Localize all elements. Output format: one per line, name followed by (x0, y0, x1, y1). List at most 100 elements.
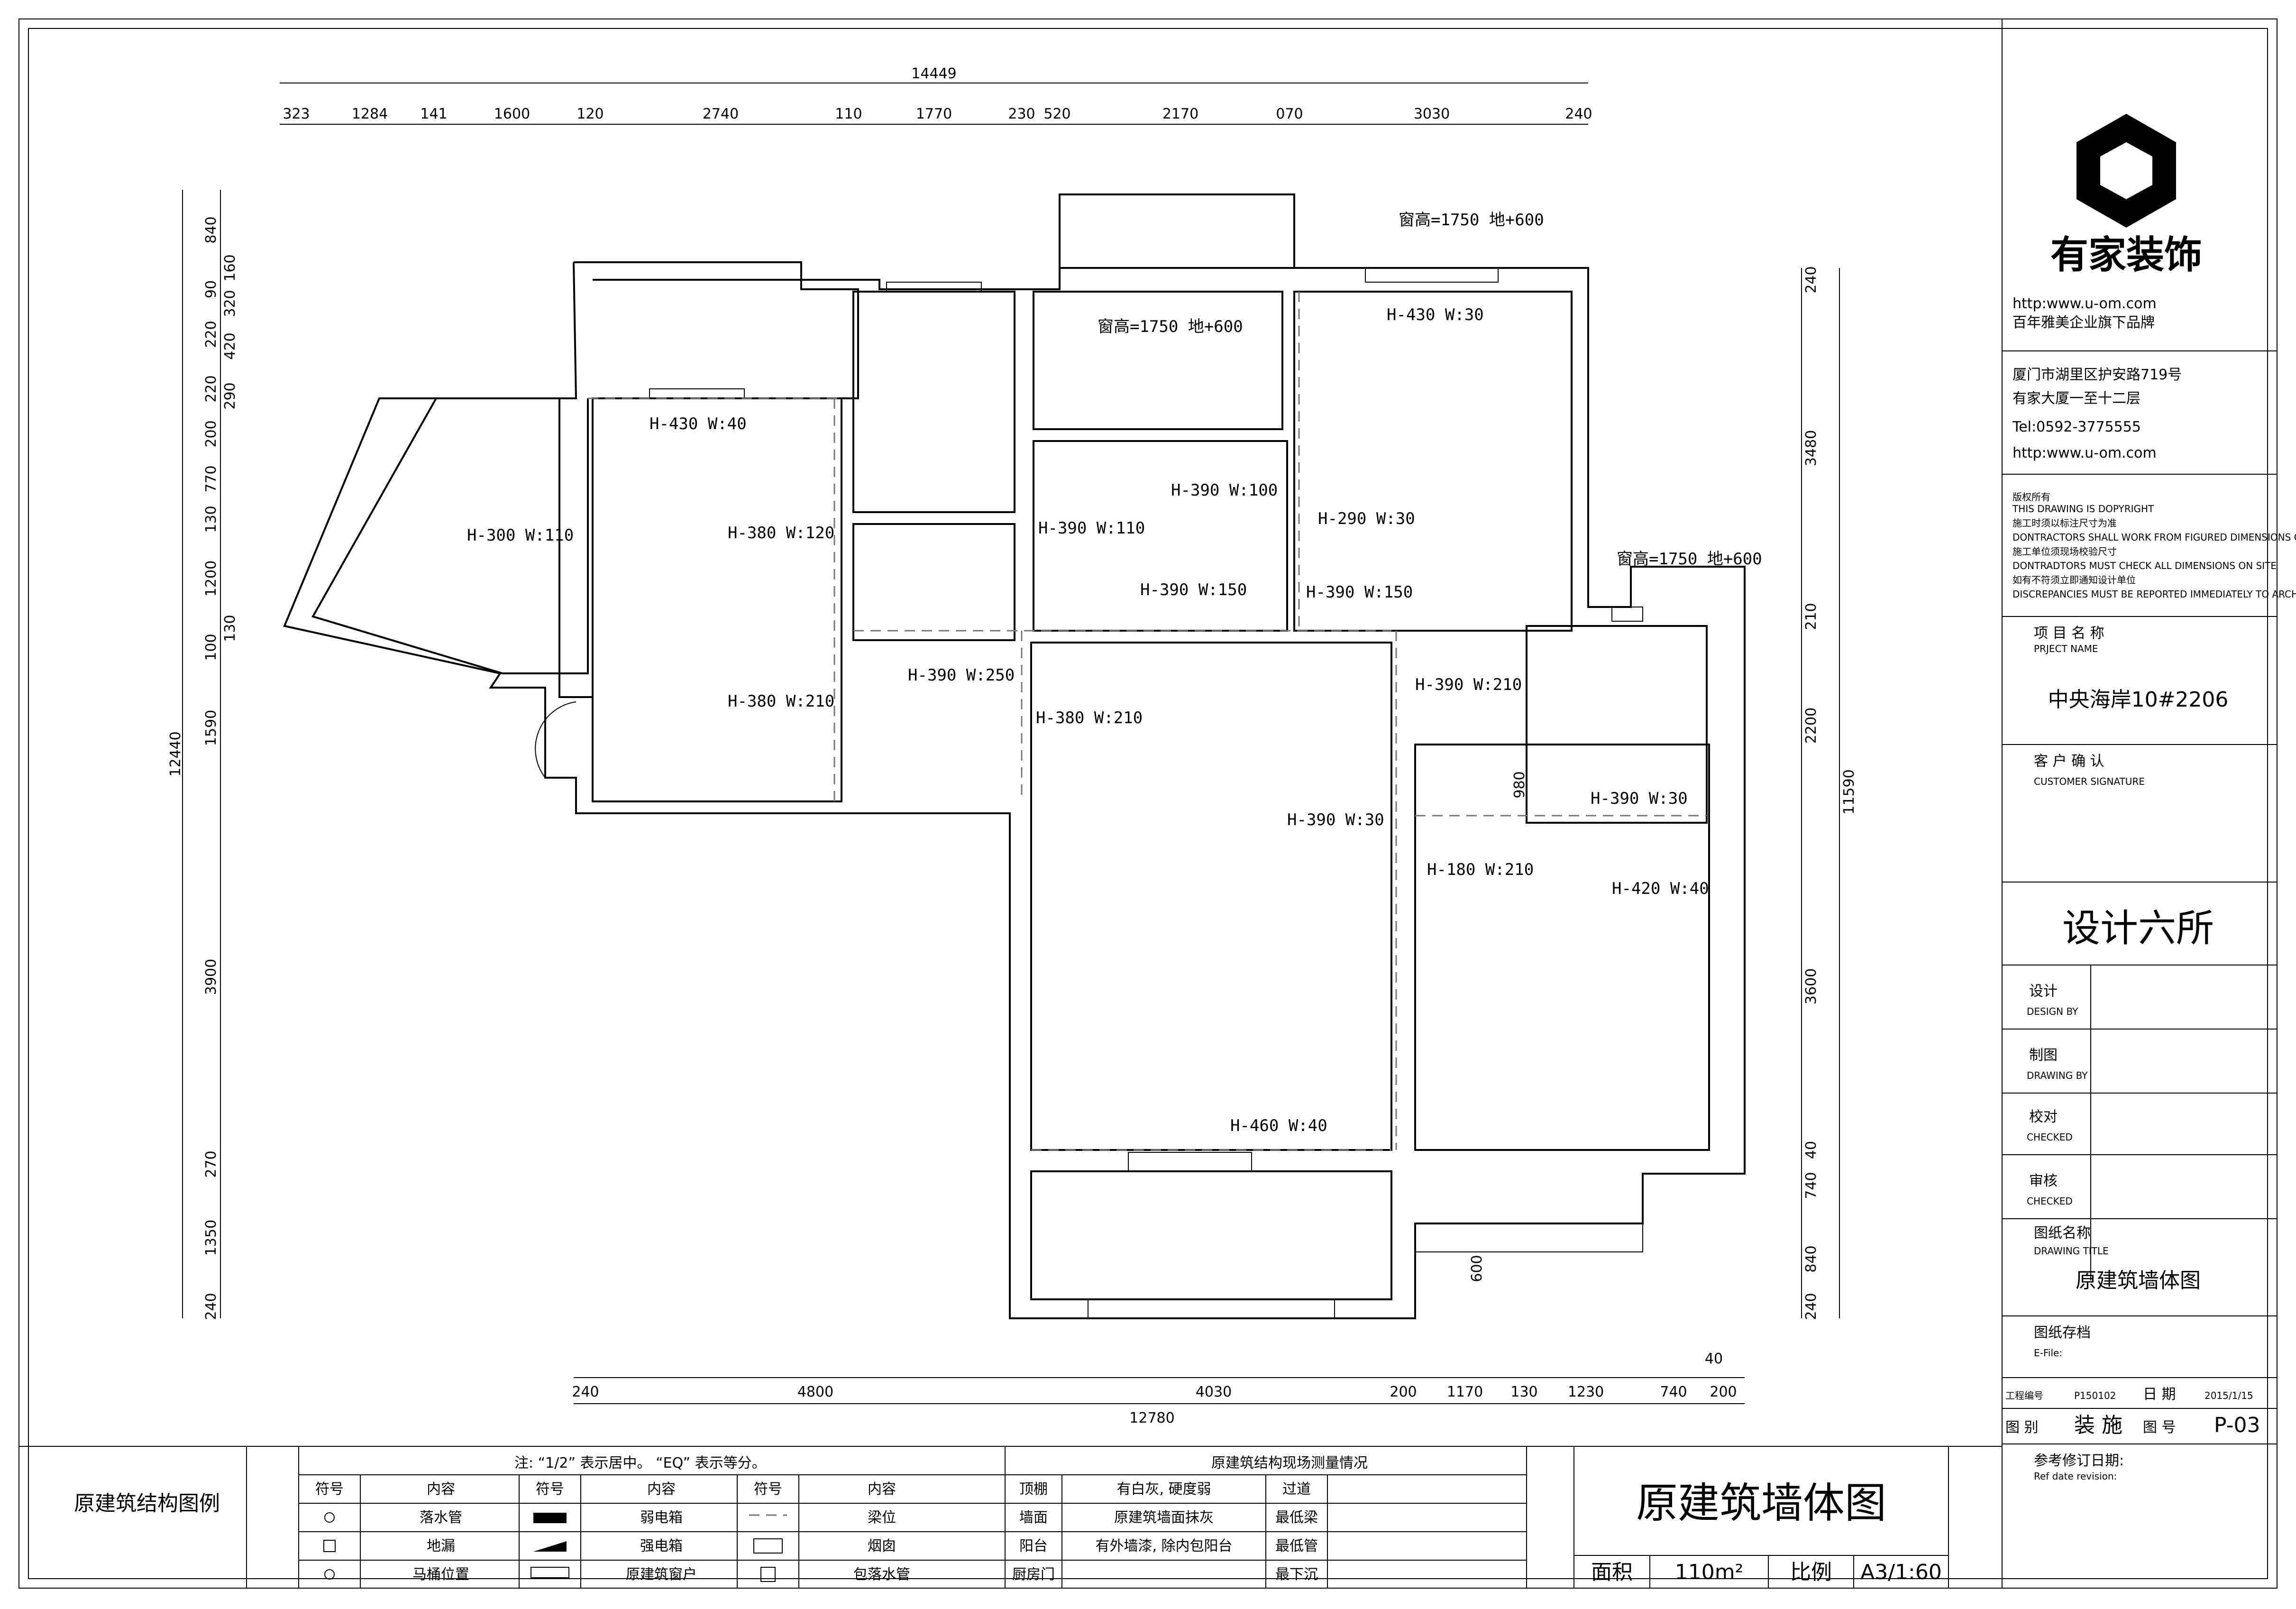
window-note: 窗高=1750 地+600 (1399, 211, 1544, 230)
address-line: 有家大厦一至十二层 (2012, 390, 2140, 407)
dim-left-part: 770 (203, 465, 220, 492)
dim-top-part: 323 (283, 106, 310, 122)
dimension-top: 14449 323 1284 141 1600 120 2740 110 177… (280, 65, 1592, 125)
dim-bottom-part: 240 (572, 1384, 599, 1400)
review-label-en: CHECKED (2027, 1195, 2073, 1207)
beam-note: H-430 W:40 (649, 414, 747, 433)
dining-room (592, 397, 842, 802)
dim-left-part: 840 (203, 216, 220, 243)
dim-top-part: 230 (1008, 106, 1035, 122)
drawing-label-en: DRAWING BY (2027, 1070, 2088, 1081)
project-label: 项 目 名 称 (2034, 625, 2104, 642)
footer-title: 原建筑墙体图 面积 110m² 比例 A3/1:60 (1573, 1446, 1949, 1588)
dim-left-inner: 290 (222, 382, 238, 409)
brand-url: http:www.u-om.com (2012, 295, 2157, 312)
dim-bottom-part: 200 (1710, 1384, 1737, 1400)
kitchen (852, 291, 1015, 513)
dimension-right: 11590 240 3480 210 2200 3600 40 740 840 … (1469, 266, 1857, 1320)
dim-left-part: 3900 (203, 959, 220, 995)
beam-note: H-390 W:110 (1038, 519, 1145, 538)
outer-wall (283, 193, 1746, 1319)
legend-item: 马桶位置 (412, 1566, 469, 1583)
dim-right-part: 240 (1803, 1293, 1820, 1320)
legend-col-symbol: 符号 (315, 1481, 344, 1498)
dim-right-part: 40 (1803, 1141, 1820, 1159)
dim-top-part: 2170 (1162, 106, 1198, 122)
dim-right-part: 3600 (1803, 968, 1820, 1004)
sheet-border (18, 18, 2278, 1589)
dim-right-part: 210 (1803, 603, 1820, 630)
dim-left-part: 1200 (203, 561, 220, 597)
sheet-no-label: 图 号 (2143, 1419, 2176, 1436)
dim-top-part: 120 (576, 106, 604, 122)
survey-value: 有外墙漆, 除内包阳台 (1095, 1538, 1232, 1554)
dim-top-part: 1284 (352, 106, 388, 122)
legend-item: 强电箱 (640, 1538, 683, 1554)
dim-top-part: 070 (1276, 106, 1303, 122)
title-block: 有家装饰 http:www.u-om.com 百年雅美企业旗下品牌 厦门市湖里区… (2002, 19, 2296, 1588)
dim-600: 600 (1469, 1255, 1485, 1282)
dim-bottom-part: 740 (1660, 1384, 1687, 1400)
survey-item: 最下沉 (1275, 1566, 1318, 1583)
beam-note: H-390 W:150 (1306, 583, 1413, 602)
dim-bottom-total: 12780 (1129, 1410, 1174, 1426)
dim-left-part: 1590 (203, 710, 220, 746)
notice-en: DISCREPANCIES MUST BE REPORTED IMMEDIATE… (2012, 588, 2296, 600)
archive-label-en: E-File: (2034, 1347, 2062, 1359)
studio-signature: 设计六所 (2062, 906, 2214, 950)
sheet-inner-border (28, 28, 2268, 1579)
drawing-name: 原建筑墙体图 (2076, 1269, 2201, 1293)
survey-table: 原建筑结构现场测量情况 顶棚 有白灰, 硬度弱 过道 墙面 原建筑墙面抹灰 最低… (1005, 1446, 1527, 1588)
beam-note: H-390 W:100 (1171, 481, 1278, 500)
archive-label: 图纸存档 (2034, 1324, 2091, 1341)
client-label: 客 户 确 认 (2034, 753, 2104, 770)
legend-item: 烟囱 (868, 1538, 896, 1554)
weak-current-box-icon (533, 1513, 567, 1523)
telephone: Tel:0592-3775555 (2012, 419, 2141, 435)
dim-top-part: 1600 (494, 106, 530, 122)
design-label-en: DESIGN BY (2027, 1006, 2078, 1017)
beam-note: H-290 W:30 (1318, 509, 1415, 528)
dim-left-inner: 160 (222, 254, 238, 281)
dim-top-total: 14449 (911, 65, 956, 82)
survey-item: 顶棚 (1019, 1481, 1048, 1498)
check-label-en: CHECKED (2027, 1131, 2073, 1143)
address-line: 厦门市湖里区护安路719号 (2012, 367, 2182, 383)
dim-bottom-part: 1170 (1447, 1384, 1483, 1400)
dim-top-part: 3030 (1414, 106, 1450, 122)
copyright-en: THIS DRAWING IS DOPYRIGHT (2012, 503, 2154, 515)
bedroom-right (1414, 744, 1710, 1151)
date: 2015/1/15 (2205, 1390, 2253, 1401)
toilet-position-icon (324, 1569, 335, 1580)
boxed-pipe-icon (760, 1567, 776, 1582)
dim-left-part: 240 (203, 1293, 220, 1320)
drawing-name-label-en: DRAWING TITLE (2034, 1245, 2109, 1257)
dim-top-part: 2740 (703, 106, 739, 122)
drawing-name-label: 图纸名称 (2034, 1225, 2091, 1241)
beam-note: H-390 W:150 (1140, 580, 1247, 599)
design-label: 设计 (2029, 983, 2058, 1000)
window-note: 窗高=1750 地+600 (1098, 317, 1243, 336)
beam-note: H-380 W:210 (1036, 708, 1143, 727)
legend-item: 原建筑窗户 (626, 1566, 697, 1583)
area-value: 110m² (1675, 1560, 1743, 1584)
bathroom (1033, 440, 1288, 632)
dim-right-part: 2200 (1803, 708, 1820, 744)
window-icon (531, 1567, 569, 1578)
strong-current-box-icon (533, 1541, 567, 1552)
dim-left-part: 1350 (203, 1220, 220, 1256)
legend-col-symbol: 符号 (536, 1481, 564, 1498)
dim-top-part: 520 (1043, 106, 1070, 122)
notice-en: DONTRADTORS MUST CHECK ALL DIMENSIONS ON… (2012, 560, 2277, 571)
dim-right-part: 840 (1803, 1245, 1820, 1272)
company-url: http:www.u-om.com (2012, 445, 2157, 461)
footer-drawing-title: 原建筑墙体图 (1636, 1479, 1886, 1527)
project-no-label: 工程编号 (2005, 1390, 2043, 1401)
legend: 原建筑结构图例 注: “1/2” 表示居中。 “EQ” 表示等分。 符号 内容 … (19, 1446, 2002, 1588)
legend-item: 包落水管 (853, 1566, 910, 1583)
survey-item: 阳台 (1019, 1538, 1048, 1554)
bedroom-top (1033, 291, 1283, 430)
scale-label: 比例 (1790, 1560, 1832, 1584)
